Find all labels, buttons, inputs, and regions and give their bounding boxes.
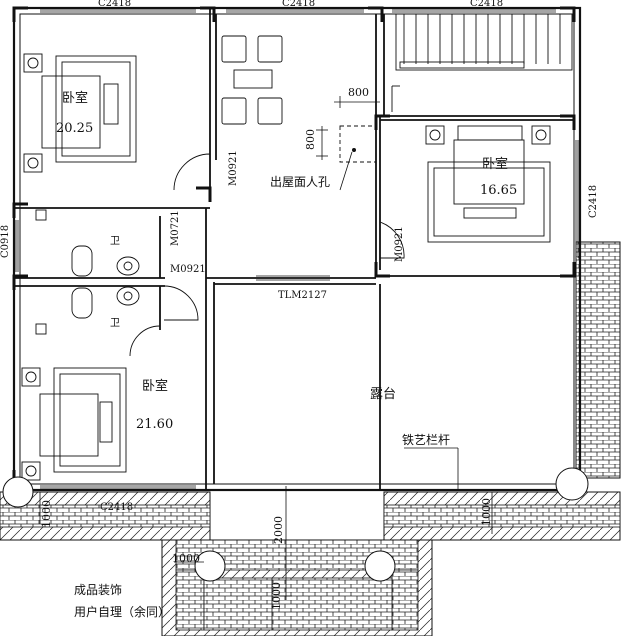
bedroom-ne-name: 卧室 [482,156,508,172]
bathroom-fixtures [35,209,140,335]
window-left-upper: C0918 [0,225,11,258]
door-m0721: M0721 [170,210,181,246]
dim-800-vertical: 800 [304,129,317,150]
window-top-mid: C2418 [282,0,315,9]
dim-1000-left: 1000 [40,500,53,528]
roof-hatch [339,125,377,163]
window-marks [15,9,579,489]
columns [12,6,576,486]
dim-1000-bottom-vertical: 1000 [270,582,283,610]
dimension-lines [39,96,493,630]
east-balcony-paving [575,241,621,479]
railing-label: 铁艺栏杆 [402,432,450,447]
door-m0921-ne: M0921 [394,226,405,262]
roof-hatch-label: 出屋面人孔 [270,175,330,189]
interior-walls [14,8,574,490]
bedroom-ne-area: 16.65 [480,183,517,198]
dim-2000: 2000 [272,516,285,544]
terrace-name: 露台 [370,387,396,402]
bedroom-sw-name: 卧室 [142,378,168,394]
window-bottom-sw: C2418 [100,502,133,513]
bedroom-nw-name: 卧室 [62,90,88,106]
railing-posts [2,467,589,582]
decor-note-line1: 成品装饰 [74,583,122,597]
dim-800-horizontal: 800 [348,86,369,99]
dim-1000-right: 1000 [480,498,493,526]
roof-hatch-marker [352,148,356,152]
window-top-right: C2418 [470,0,503,9]
bath-lower-name: 卫 [110,318,120,329]
door-swings [129,153,405,357]
bed-southwest [21,367,127,481]
decor-note-line2: 用户自理（余同） [74,604,170,619]
exterior-walls [12,6,582,492]
roof-hatch-leader [339,151,353,191]
door-m0921-hall: M0921 [170,264,206,275]
bedroom-nw-area: 20.25 [56,121,93,136]
door-tlm2127: TLM2127 [278,290,327,301]
bedroom-sw-area: 21.60 [136,417,173,432]
window-right-ne: C2418 [588,185,599,218]
dim-1000-bottom: 1000 [172,552,200,565]
bed-northwest [23,53,137,173]
bath-upper-name: 卫 [110,236,120,247]
bed-northeast [425,125,551,243]
window-top-left: C2418 [98,0,131,9]
staircase [391,13,573,112]
dining-table [221,35,283,125]
door-m0921-dining: M0921 [228,150,239,186]
